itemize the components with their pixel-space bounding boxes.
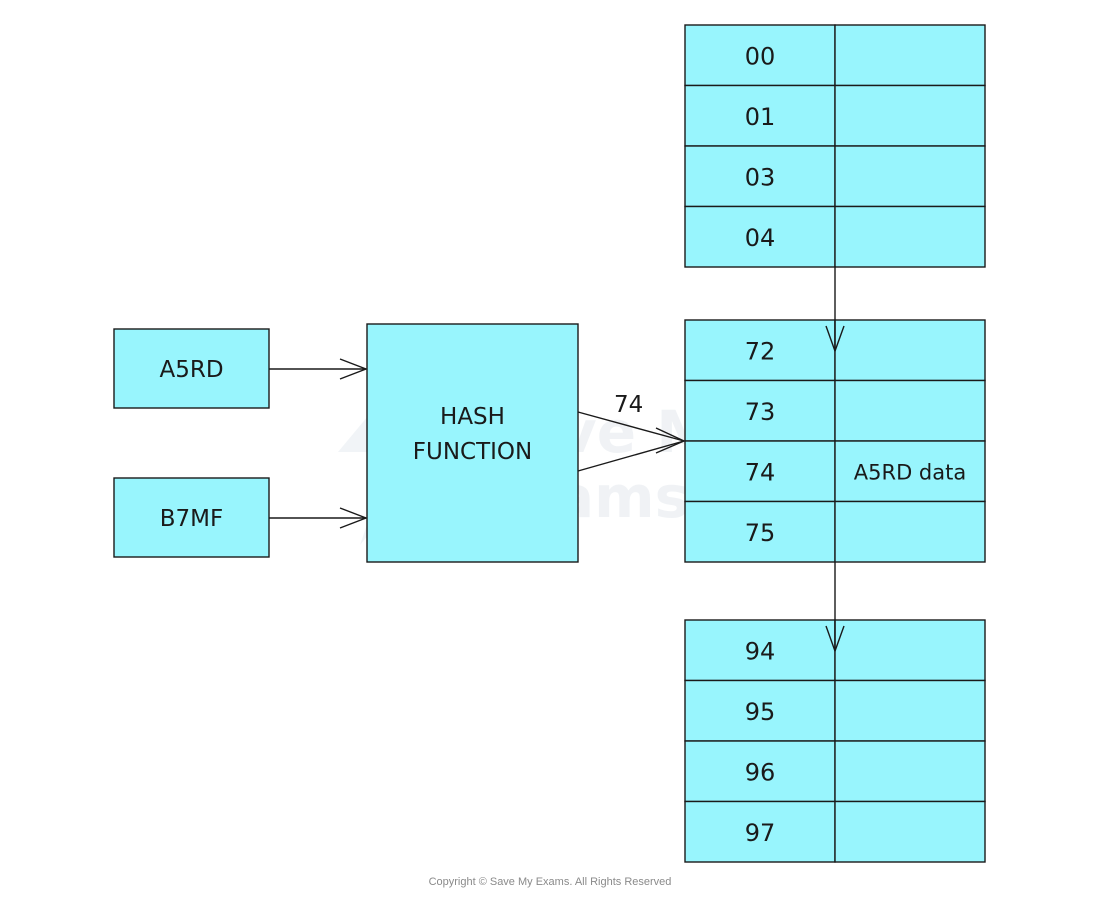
table-row: 95 bbox=[684, 679, 986, 742]
table-row: 73 bbox=[684, 379, 986, 442]
hash-function-label-line2: FUNCTION bbox=[413, 439, 532, 465]
arrow-key-b7mf-to-hash bbox=[269, 507, 368, 529]
hash-function-box: HASH FUNCTION bbox=[366, 323, 579, 563]
table-row: 00 bbox=[684, 24, 986, 87]
table-index-cell bbox=[684, 500, 836, 563]
link-arrow-block2-to-block3 bbox=[825, 562, 845, 654]
table-index-label: 95 bbox=[745, 698, 776, 726]
input-key-a5rd: A5RD bbox=[113, 328, 270, 409]
hash-function-label-line1: HASH bbox=[440, 404, 505, 430]
hash-output-label: 74 bbox=[614, 392, 643, 418]
arrow-key-a5rd-to-hash bbox=[269, 358, 368, 380]
table-data-cell bbox=[834, 205, 986, 268]
table-index-label: 72 bbox=[745, 337, 776, 365]
table-index-cell bbox=[684, 740, 836, 803]
table-index-label: 74 bbox=[745, 458, 776, 486]
table-data-cell bbox=[834, 379, 986, 442]
table-index-label: 03 bbox=[745, 163, 776, 191]
table-index-label: 75 bbox=[745, 519, 776, 547]
table-row: 03 bbox=[684, 145, 986, 208]
table-data-cell bbox=[834, 319, 986, 382]
table-index-cell bbox=[684, 679, 836, 742]
table-index-label: 96 bbox=[745, 758, 776, 786]
input-key-label: B7MF bbox=[160, 506, 224, 532]
arrow-hash-to-table bbox=[577, 411, 686, 472]
table-block: 72 73 74 A5RD data 75 bbox=[684, 319, 986, 563]
table-data-label: A5RD data bbox=[854, 460, 966, 484]
table-block: 94 95 96 97 bbox=[684, 619, 986, 863]
table-index-label: 94 bbox=[745, 637, 776, 665]
input-key-b7mf: B7MF bbox=[113, 477, 270, 558]
link-arrow-block1-to-block2 bbox=[825, 266, 845, 354]
table-row: 04 bbox=[684, 205, 986, 268]
table-row: 96 bbox=[684, 740, 986, 803]
table-index-label: 00 bbox=[745, 42, 776, 70]
table-index-label: 97 bbox=[745, 819, 776, 847]
table-data-cell bbox=[834, 24, 986, 87]
table-data-cell bbox=[834, 440, 986, 503]
hash-table: 00 01 03 04 72 73 74 A5RD data 75 94 95 96 97 bbox=[684, 24, 986, 863]
table-row: 74 A5RD data bbox=[684, 440, 986, 503]
table-data-cell bbox=[834, 679, 986, 742]
table-row: 72 bbox=[684, 319, 986, 382]
table-index-label: 73 bbox=[745, 398, 776, 426]
table-row: 01 bbox=[684, 84, 986, 147]
input-key-label: A5RD bbox=[159, 357, 223, 383]
table-data-cell bbox=[834, 500, 986, 563]
table-index-cell bbox=[684, 619, 836, 682]
table-index-cell bbox=[684, 800, 836, 863]
table-row: 75 bbox=[684, 500, 986, 563]
table-data-cell bbox=[834, 84, 986, 147]
table-block: 00 01 03 04 bbox=[684, 24, 986, 268]
table-data-cell bbox=[834, 740, 986, 803]
table-row: 97 bbox=[684, 800, 986, 863]
table-index-cell bbox=[684, 440, 836, 503]
table-index-cell bbox=[684, 379, 836, 442]
copyright-text: Copyright © Save My Exams. All Rights Re… bbox=[428, 876, 672, 888]
table-data-cell bbox=[834, 619, 986, 682]
table-index-label: 01 bbox=[745, 103, 776, 131]
table-row: 94 bbox=[684, 619, 986, 682]
table-index-cell bbox=[684, 24, 836, 87]
table-data-cell bbox=[834, 145, 986, 208]
table-index-label: 04 bbox=[745, 224, 776, 252]
table-index-cell bbox=[684, 84, 836, 147]
table-data-cell bbox=[834, 800, 986, 863]
